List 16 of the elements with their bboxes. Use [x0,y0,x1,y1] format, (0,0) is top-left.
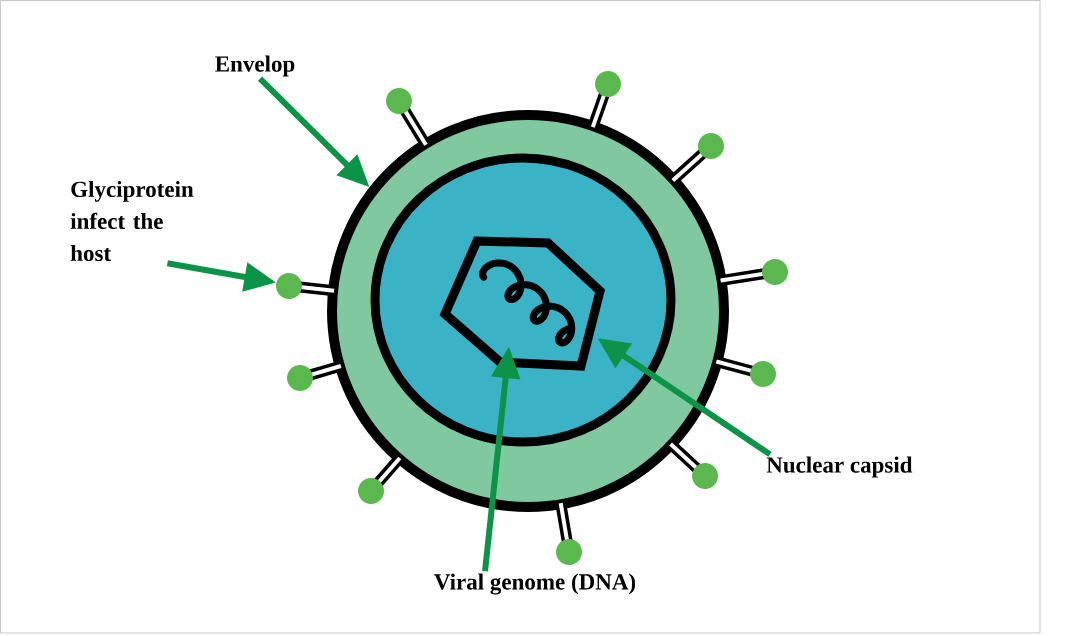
glycoprotein-spike [719,259,788,287]
glycoprotein-spike [276,273,335,299]
glycoprotein-spike [358,454,404,504]
glycoprotein-spike [386,88,431,148]
glycoprotein-spike [669,133,724,185]
label-text: Nuclear capsid [766,456,913,478]
label-text: Glyciprotein infect the host [70,180,194,262]
glycoprotein-spike [666,439,718,489]
glycoprotein-spike [555,502,582,565]
virus-envelope [327,110,729,512]
glycoprotein-spike [714,356,776,387]
label-text: Viral genome (DNA) [434,573,636,595]
glycoprotein-spike [587,71,621,129]
label-text: Envelop [215,55,295,77]
dna-coil [479,259,576,347]
glycoprotein-spike [287,360,343,391]
